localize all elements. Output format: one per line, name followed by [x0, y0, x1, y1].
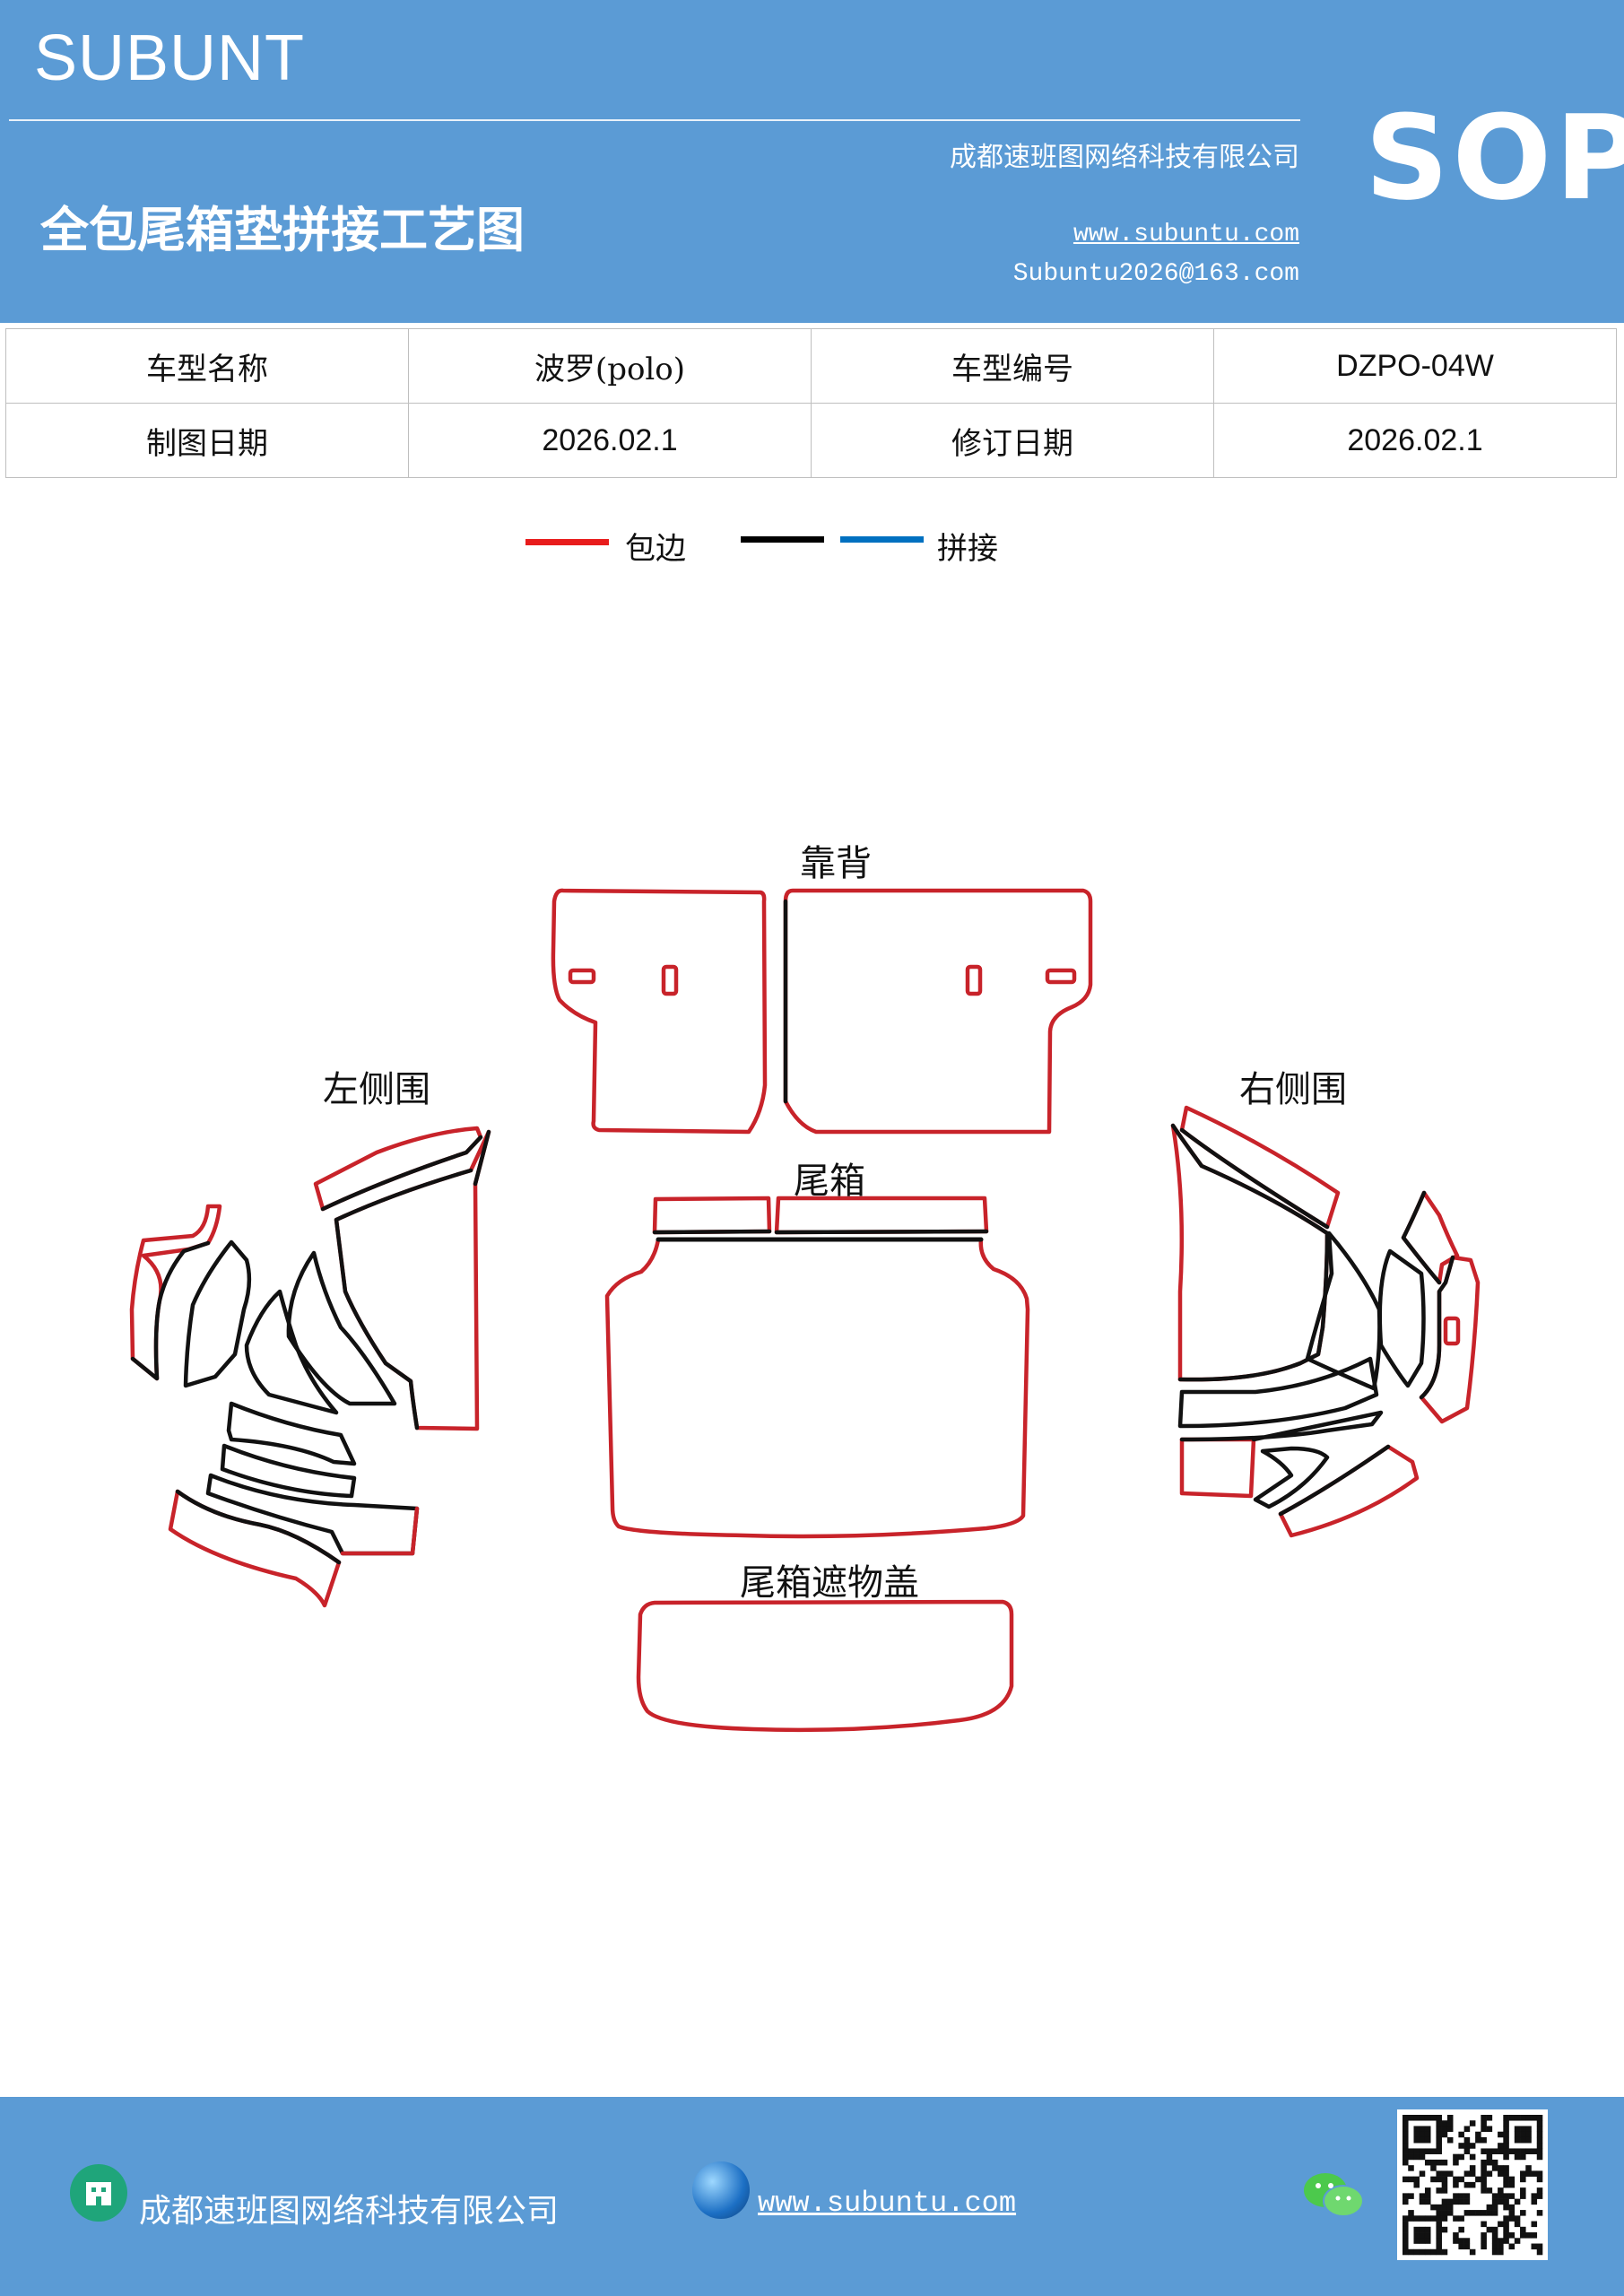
right-side-slot: [1443, 1316, 1461, 1346]
legend-black-line: [741, 536, 824, 543]
right-side-strip-3: [1253, 1446, 1330, 1509]
trunk-strip-left: [652, 1196, 772, 1235]
left-side-pillar: [183, 1239, 252, 1388]
right-side-end-piece: [1419, 1255, 1481, 1424]
trunk-floor-piece: [604, 1237, 1030, 1539]
model-code-label: 车型编号: [811, 328, 1214, 404]
model-name-value: 波罗(polo): [408, 328, 812, 404]
left-side-inner-piece: [244, 1289, 339, 1415]
wechat-icon[interactable]: [1302, 2169, 1365, 2222]
footer-company-name: 成都速班图网络科技有限公司: [139, 2193, 560, 2230]
backrest-right-piece: [783, 888, 1093, 1135]
part-label-backrest: 靠背: [800, 843, 872, 884]
left-side-rear-piece: [129, 1204, 222, 1381]
right-side-strip-2: [1179, 1437, 1256, 1499]
backrest-left-piece: [551, 888, 768, 1135]
draw-date-label: 制图日期: [5, 403, 409, 478]
left-side-strip-1: [226, 1401, 357, 1466]
table-row: 制图日期 2026.02.1 修订日期 2026.02.1: [5, 403, 1617, 478]
sop-badge: SOP: [1365, 90, 1624, 226]
building-icon: [70, 2164, 127, 2222]
email-address: Subuntu2026@163.com: [1012, 260, 1299, 288]
right-side-inner-piece: [1305, 1231, 1382, 1391]
globe-icon: [692, 2161, 750, 2219]
right-side-bottom-strip: [1278, 1444, 1420, 1538]
model-code-value: DZPO-04W: [1213, 328, 1617, 404]
backrest-slot: [568, 968, 596, 985]
left-side-strip-3: [205, 1473, 420, 1556]
right-side-main-panel: [1170, 1123, 1330, 1382]
left-side-strip-2: [220, 1443, 357, 1499]
backrest-slot: [965, 964, 983, 996]
left-side-curve-piece: [286, 1250, 397, 1406]
website-link[interactable]: www.subuntu.com: [1073, 221, 1299, 248]
legend-seam-line: [840, 536, 924, 543]
document-title: 全包尾箱垫拼接工艺图: [40, 201, 525, 258]
revision-date-value: 2026.02.1: [1213, 403, 1617, 478]
table-row: 车型名称 波罗(polo) 车型编号 DZPO-04W: [5, 328, 1617, 404]
header-banner: SUBUNT 成都速班图网络科技有限公司 全包尾箱垫拼接工艺图 www.subu…: [0, 0, 1624, 323]
left-side-top-strip: [313, 1126, 483, 1212]
company-name: 成都速班图网络科技有限公司: [950, 142, 1299, 173]
backrest-slot: [661, 964, 679, 996]
footer-banner: 成都速班图网络科技有限公司 www.subuntu.com: [0, 2097, 1624, 2296]
part-label-trunk: 尾箱: [794, 1161, 865, 1202]
legend-seam-label: 拼接: [937, 531, 998, 567]
legend-edge-line: [525, 539, 609, 545]
part-label-trunk-cover: 尾箱遮物盖: [740, 1562, 919, 1604]
revision-date-label: 修订日期: [811, 403, 1214, 478]
legend-edge-label: 包边: [625, 531, 686, 567]
backrest-slot: [1045, 968, 1077, 985]
header-divider: [9, 119, 1300, 121]
part-label-left-side: 左侧围: [323, 1069, 430, 1110]
right-side-strip-1: [1177, 1356, 1379, 1429]
part-label-right-side: 右侧围: [1239, 1069, 1347, 1110]
vehicle-info-table: 车型名称 波罗(polo) 车型编号 DZPO-04W 制图日期 2026.02…: [5, 328, 1617, 478]
brand-name: SUBUNT: [34, 22, 306, 94]
right-side-pillar: [1377, 1248, 1426, 1388]
model-name-label: 车型名称: [5, 328, 409, 404]
footer-website-link[interactable]: www.subuntu.com: [758, 2187, 1017, 2220]
draw-date-value: 2026.02.1: [408, 403, 812, 478]
qr-code: [1397, 2109, 1548, 2260]
trunk-cover-piece: [636, 1599, 1014, 1733]
